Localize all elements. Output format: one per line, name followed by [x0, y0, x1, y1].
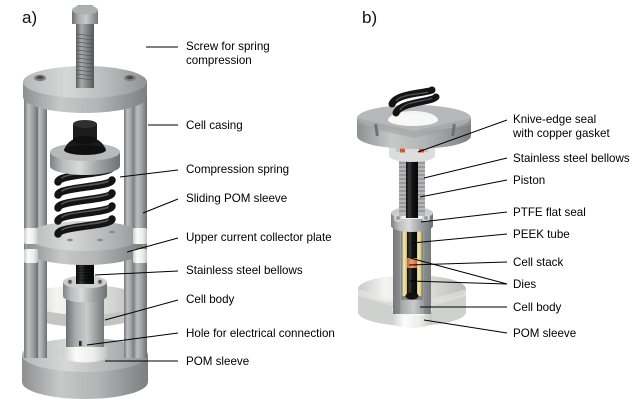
label-line: POM sleeve — [186, 355, 250, 368]
pom-collar-lower-right — [133, 249, 147, 263]
leader-a-compression-spring — [119, 169, 179, 178]
label-a-pom-sleeve: POM sleeve — [186, 355, 249, 369]
upper-current-collector-plate-a — [27, 221, 143, 265]
label-b-dies: Dies — [513, 278, 536, 292]
leader-a-hole-for-electrical-connection — [86, 332, 179, 346]
leader-a-cell-body — [104, 299, 179, 321]
label-line: Hole for electrical connection — [186, 327, 335, 340]
spring-pressure-disc — [50, 136, 120, 175]
leader-b-knive-edge-seal-with-copper-gasket — [417, 119, 508, 153]
screw-hex-nut — [73, 120, 97, 144]
label-line: with copper gasket — [513, 126, 610, 140]
label-line: compression — [186, 53, 252, 67]
casing-post-rear-left — [36, 88, 47, 358]
cell-body-flange — [63, 275, 107, 303]
label-line: Stainless steel bellows — [513, 152, 630, 165]
peek-tube-left-wall — [402, 228, 407, 296]
casing-post-front-left — [24, 96, 38, 358]
label-b-ptfe-flat-seal: PTFE flat seal — [513, 206, 586, 220]
label-b-stainless-steel-bellows: Stainless steel bellows — [513, 152, 630, 166]
leader-b-ptfe-flat-seal — [420, 211, 508, 223]
label-a-cell-casing: Cell casing — [186, 119, 243, 133]
casing-post-front-right — [133, 96, 147, 358]
white-dome-b — [388, 111, 438, 126]
label-line: Piston — [513, 174, 546, 187]
label-line: POM sleeve — [513, 327, 577, 340]
label-line: Cell body — [186, 293, 235, 306]
label-b-cell-body: Cell body — [513, 301, 561, 315]
electrical-connection-hole — [79, 341, 82, 346]
label-b-piston: Piston — [513, 174, 545, 188]
label-a-cell-body: Cell body — [186, 293, 234, 307]
pom-collar-lower-left — [24, 249, 38, 263]
spring-b-highlight — [395, 91, 433, 111]
leader-b-cell-stack — [408, 261, 508, 266]
piston-b — [406, 150, 418, 218]
label-a-stainless-steel-bellows: Stainless steel bellows — [186, 264, 303, 278]
leader-b-pom-sleeve — [423, 319, 508, 334]
label-line: Compression spring — [186, 163, 290, 176]
label-line: Sliding POM sleeve — [186, 192, 288, 205]
cell-stack-b — [407, 258, 417, 268]
leader-a-sliding-pom-sleeve — [142, 198, 179, 214]
label-line: Upper current collector plate — [186, 231, 332, 244]
die-lower — [407, 268, 417, 296]
panel-b-artwork — [357, 86, 471, 328]
leader-b-dies — [409, 257, 508, 285]
leader-lines — [86, 46, 508, 362]
label-line: Stainless steel bellows — [186, 264, 303, 277]
leader-b-stainless-steel-bellows — [423, 157, 508, 179]
sliding-pom-sleeve-right — [133, 228, 147, 244]
leader-b-piston — [419, 179, 508, 198]
label-line: Cell casing — [186, 119, 243, 132]
leader-a-stainless-steel-bellows — [94, 270, 179, 276]
sliding-pom-sleeve-left — [24, 228, 38, 244]
label-a-sliding-pom-sleeve: Sliding POM sleeve — [186, 192, 287, 206]
casing-post-rear-right — [124, 88, 135, 358]
leader-b-peek-tube — [411, 233, 508, 244]
panel-tag-a: a) — [22, 8, 38, 27]
panel-tag-b: b) — [362, 8, 378, 27]
label-a-upper-current-collector-plate: Upper current collector plate — [186, 231, 332, 245]
label-line: PTFE flat seal — [513, 206, 586, 219]
panel-a-artwork — [22, 5, 148, 399]
label-a-compression-spring: Compression spring — [186, 163, 289, 177]
screw-for-spring-compression-a — [72, 5, 98, 88]
peek-tube-right-wall — [417, 228, 422, 296]
label-line: Cell body — [513, 301, 562, 314]
label-line: Screw for spring — [186, 40, 270, 53]
cell-body-a — [63, 291, 107, 363]
label-line: Knive-edge seal — [513, 113, 597, 126]
leader-a-upper-current-collector-plate — [126, 237, 179, 253]
label-b-cell-stack: Cell stack — [513, 256, 563, 270]
label-line: Cell stack — [513, 256, 564, 269]
pom-sleeve-ring-a — [63, 347, 107, 363]
compression-spring-b — [388, 86, 440, 117]
copper-gasket-left — [400, 148, 405, 153]
label-b-pom-sleeve: POM sleeve — [513, 327, 576, 341]
label-b-peek-tube: PEEK tube — [513, 228, 570, 242]
label-line: Dies — [513, 278, 537, 291]
label-a-hole-for-electrical-connection: Hole for electrical connection — [186, 327, 335, 341]
label-line: PEEK tube — [513, 228, 570, 241]
